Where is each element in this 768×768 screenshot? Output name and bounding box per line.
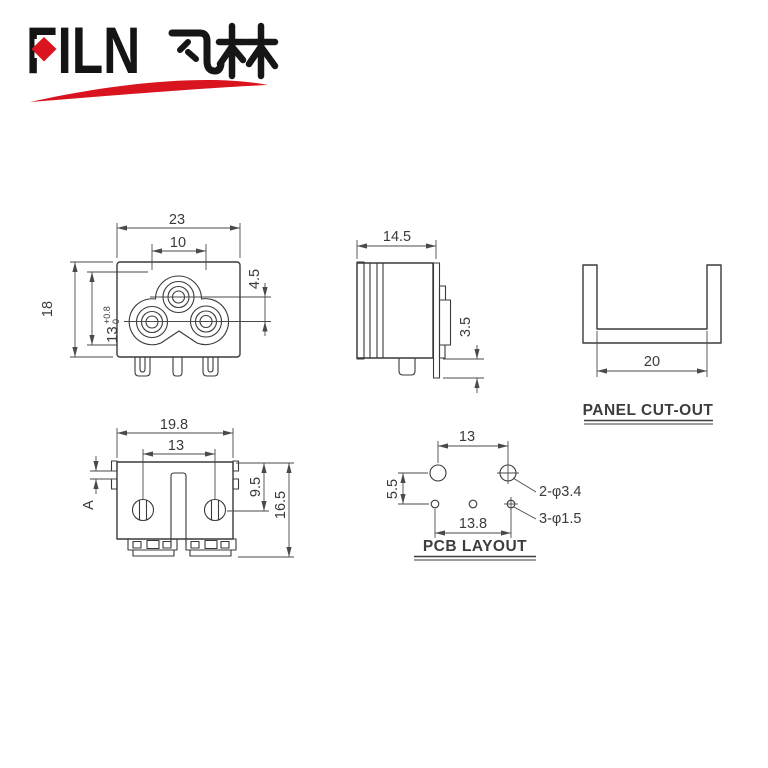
- pcb-mount-holes: [429, 462, 519, 484]
- bottom-view-side-notch-tabs: [110, 460, 240, 490]
- side-view-bracket-block: [438, 299, 452, 346]
- logo-char-fei: [168, 29, 225, 75]
- front-view-contact-holes: [135, 280, 223, 339]
- side-view: 14.5 3.5: [356, 229, 484, 393]
- dim-front-pin-centers: 10: [151, 235, 207, 270]
- pcb-pin-hole-label-text: 3-φ1.5: [539, 511, 581, 527]
- side-view-body: [356, 262, 434, 359]
- dim-pcb-row-spacing: 5.5: [385, 472, 429, 505]
- panel-cutout-view: 20 PANEL CUT-OUT: [582, 264, 722, 425]
- dim-side-bracket-extension-text: 3.5: [458, 317, 474, 337]
- side-view-bracket-stub: [438, 344, 446, 359]
- front-view-body: [116, 261, 241, 358]
- dim-front-recess-tol-upper: +0.8: [102, 306, 112, 324]
- dim-front-width: 23: [116, 212, 241, 258]
- dim-panel-opening-text: 20: [644, 354, 660, 370]
- panel-cutout-title: PANEL CUT-OUT: [583, 402, 714, 419]
- dim-panel-opening: 20: [596, 331, 708, 377]
- dim-bottom-width-text: 19.8: [160, 417, 188, 433]
- pcb-mount-hole-label-text: 2-φ3.4: [539, 484, 581, 500]
- front-view-trefoil-recess: [128, 275, 230, 346]
- dim-front-recess-height-text: 13: [104, 326, 121, 343]
- bottom-view: 19.8 13 A 9.5: [81, 417, 294, 558]
- dim-side-bracket-extension: 3.5: [443, 317, 484, 393]
- dim-bottom-screw-spacing: 13: [142, 438, 216, 500]
- dim-front-height: 18: [40, 261, 113, 358]
- side-view-bracket-bump: [438, 285, 447, 301]
- dim-bottom-height: 16.5: [238, 462, 294, 558]
- dim-side-depth-text: 14.5: [383, 229, 411, 245]
- dim-bottom-screw-offset-text: 9.5: [248, 477, 264, 497]
- dim-front-height-text: 18: [40, 301, 56, 317]
- dim-front-recess-tol-lower: 0: [111, 319, 121, 324]
- dim-pcb-mount-spacing-text: 13: [459, 429, 475, 445]
- dim-bottom-screw-offset: 9.5: [227, 462, 294, 512]
- dim-pcb-pin-spacing-text: 13.8: [459, 516, 487, 532]
- side-view-front-flange: [356, 261, 365, 360]
- side-view-pin: [398, 358, 416, 376]
- dim-bottom-screw-spacing-text: 13: [168, 438, 184, 454]
- pcb-pin-holes: [430, 497, 518, 511]
- dim-front-pin-centers-text: 10: [170, 235, 186, 251]
- dim-pcb-pin-spacing: 13.8: [434, 509, 512, 538]
- pcb-layout-view: 13 5.5 13.8 2-φ3.4 3-φ1.5 PCB LAYOUT: [385, 429, 581, 561]
- dim-front-pin-offset: 4.5: [247, 269, 268, 336]
- bottom-view-center-slot: [170, 472, 187, 546]
- dim-side-depth: 14.5: [356, 229, 437, 259]
- logo-chinese-characters: [168, 22, 279, 80]
- logo-red-diamond-icon: [31, 37, 57, 62]
- front-view: 23 10 18 13 +0.8 0: [40, 212, 271, 377]
- panel-cutout-shape: [582, 264, 722, 344]
- side-view-flange-lines: [369, 263, 384, 358]
- pcb-pin-hole-label: 3-φ1.5: [513, 506, 581, 527]
- dim-front-pin-offset-text: 4.5: [247, 269, 263, 289]
- dim-pcb-row-spacing-text: 5.5: [385, 479, 401, 499]
- dim-bottom-notch: A: [81, 456, 116, 510]
- dim-bottom-width: 19.8: [116, 417, 234, 458]
- dim-front-width-text: 23: [169, 212, 185, 228]
- bottom-view-screw-terminals: [131, 498, 227, 522]
- logo-char-lin: [215, 22, 279, 80]
- dim-bottom-height-text: 16.5: [273, 491, 289, 519]
- logo-swoosh-icon: [30, 80, 268, 102]
- dim-pcb-mount-spacing: 13: [437, 429, 509, 463]
- pcb-mount-hole-label: 2-φ3.4: [512, 477, 581, 500]
- dim-front-recess-height: 13 +0.8 0: [87, 271, 148, 346]
- bottom-view-terminal-blocks: [127, 538, 237, 557]
- brand-logo: FILN: [26, 13, 279, 102]
- side-view-mount-bracket: [432, 262, 441, 379]
- dim-bottom-notch-text: A: [81, 500, 97, 510]
- pcb-layout-title: PCB LAYOUT: [423, 538, 527, 555]
- front-view-pins: [134, 357, 219, 377]
